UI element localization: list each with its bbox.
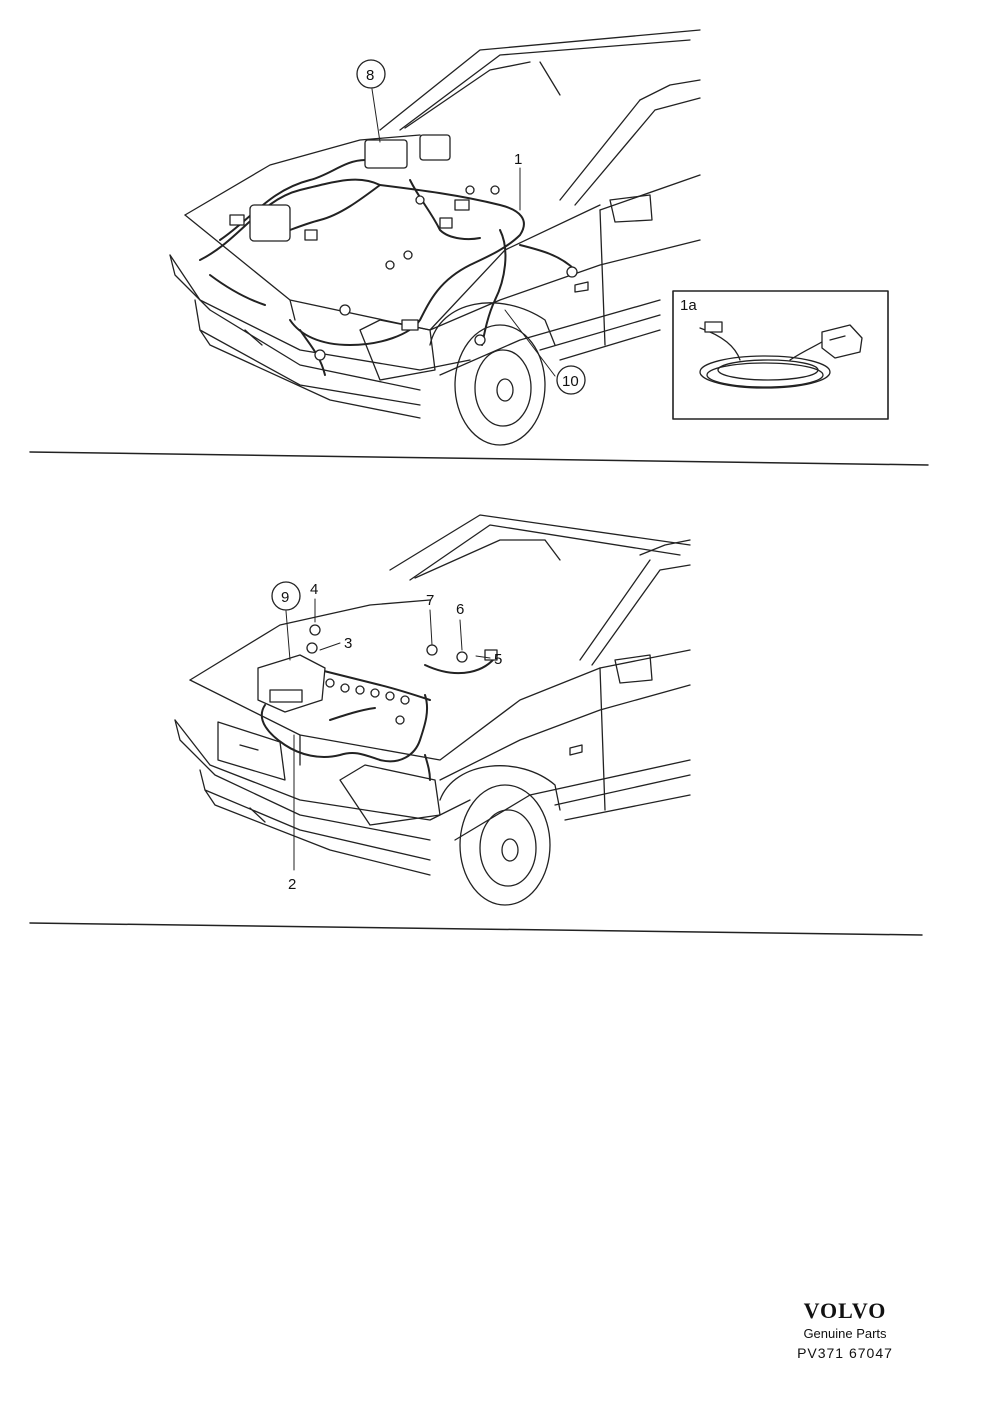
callout-10: 10 [562,373,579,390]
top-car-illustration [169,29,701,446]
callout-10-circle [556,365,586,395]
top-leader-lines [371,88,556,377]
callout-5: 5 [494,651,502,668]
top-connectors [229,134,578,361]
callout-6: 6 [456,601,464,618]
callout-1: 1 [514,151,522,168]
footer-branding: VOLVO Genuine Parts PV371 67047 [770,1298,920,1361]
callout-3: 3 [344,635,352,652]
callout-8-circle [356,59,386,89]
bottom-connectors [257,624,498,725]
callout-4: 4 [310,581,318,598]
inset-1a [672,290,889,420]
brand-subtitle: Genuine Parts [803,1326,887,1341]
callout-7: 7 [426,592,434,609]
callout-8: 8 [366,67,374,84]
illustration-code: PV371 67047 [797,1345,893,1361]
bottom-car-illustration [174,514,691,906]
divider-bottom [29,922,923,936]
divider-top [29,451,929,466]
bottom-wiring-harness [260,654,498,781]
brand-logo: VOLVO [803,1298,887,1323]
bottom-leader-lines [285,598,491,871]
callout-9-circle [271,581,301,611]
callout-9: 9 [281,589,289,606]
callout-1a: 1a [680,297,697,314]
callout-2: 2 [288,876,296,893]
